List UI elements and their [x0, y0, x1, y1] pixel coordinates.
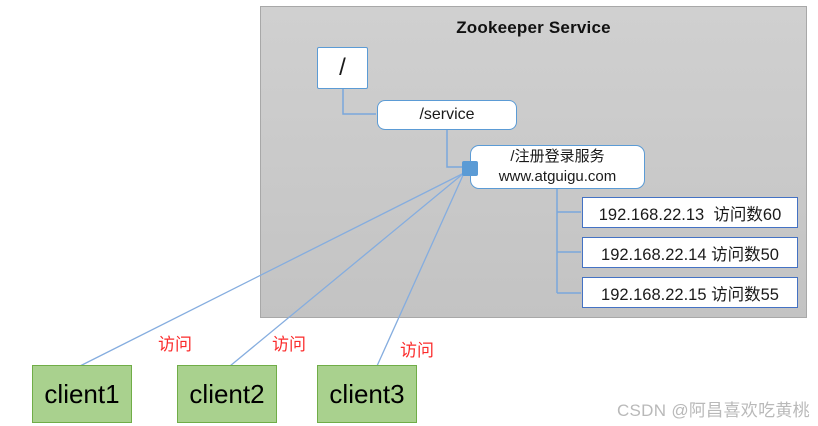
access-edge-label-3: 访问 — [400, 341, 434, 360]
panel-title: Zookeeper Service — [456, 18, 611, 37]
client2-box: client2 — [177, 365, 277, 423]
server-node-1: 192.168.22.13 访问数60 — [582, 197, 798, 228]
client1-box: client1 — [32, 365, 132, 423]
server-node-3: 192.168.22.15 访问数55 — [582, 277, 798, 308]
watermark-text: CSDN @阿昌喜欢吃黄桃 — [616, 401, 810, 420]
server-node-2: 192.168.22.14 访问数50 — [582, 237, 798, 268]
client3-box: client3 — [317, 365, 417, 423]
register-service-domain: www.atguigu.com — [498, 168, 617, 185]
znode-service: /service — [377, 100, 517, 130]
access-edge-label-2: 访问 — [272, 335, 306, 354]
register-junction-marker — [462, 161, 478, 176]
access-edge-label-1: 访问 — [158, 335, 192, 354]
znode-register-service: /注册登录服务 www.atguigu.com — [470, 145, 645, 189]
znode-root: / — [317, 47, 368, 89]
register-service-name: /注册登录服务 — [510, 148, 605, 165]
